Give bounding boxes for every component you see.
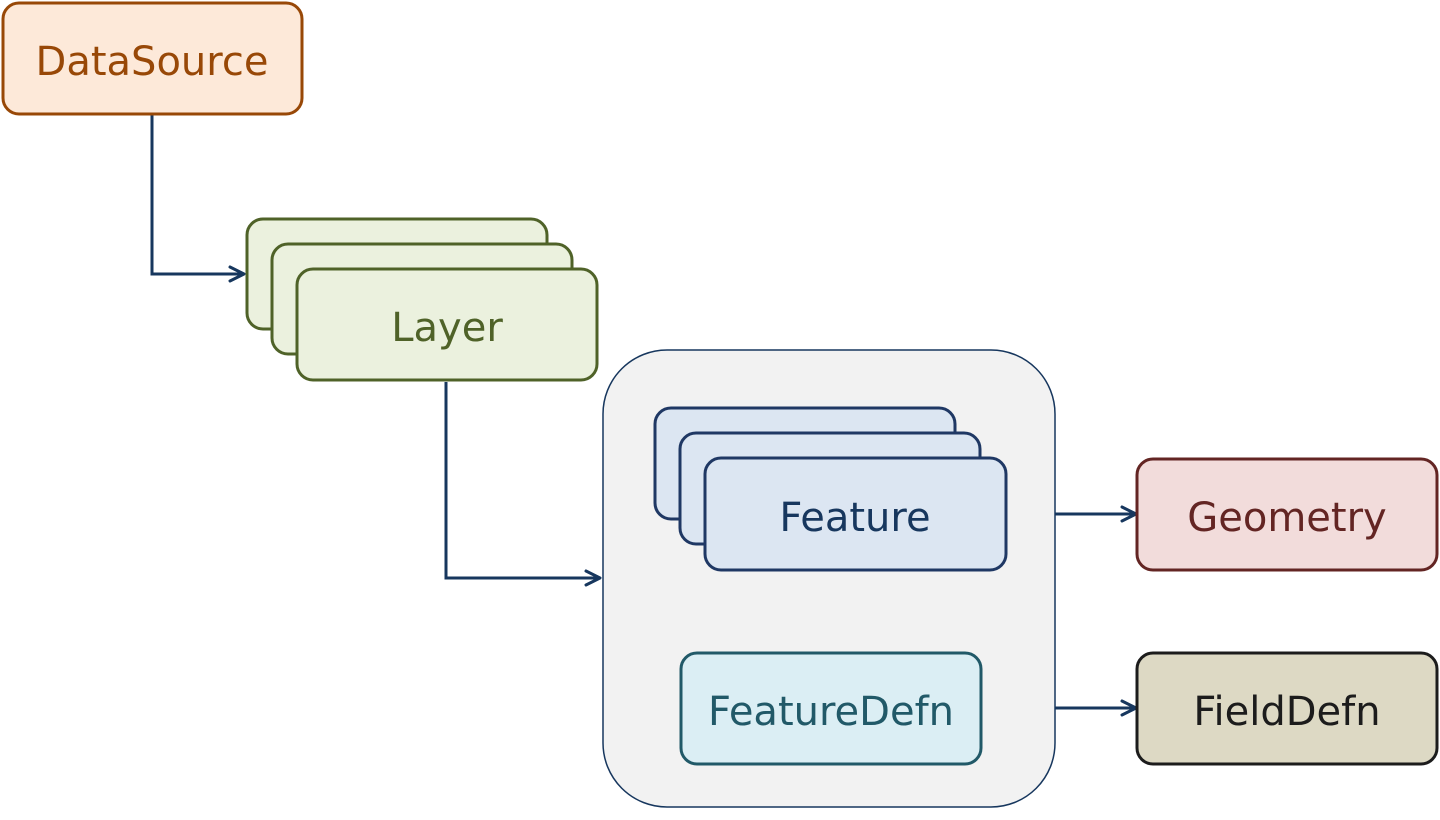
featuredefn-box [679,651,983,766]
featuredefn-label: FeatureDefn [708,689,954,735]
feature-box-front [703,456,1008,572]
feature-label: Feature [779,495,930,541]
connector-datasource-to-layer [150,114,246,283]
datasource-node: DataSource [1,1,304,116]
feature-stack: Feature [653,406,1008,572]
layer-stack: Layer [245,217,599,382]
geometry-label: Geometry [1187,495,1386,541]
fielddefn-box [1135,651,1439,766]
geometry-box [1135,457,1439,572]
datasource-box [1,1,304,116]
geometry-node: Geometry [1135,457,1439,572]
layer-label: Layer [391,305,503,351]
layer-box-front [295,267,599,382]
datasource-label: DataSource [36,39,269,85]
connector-layer-to-feature-group [444,382,602,587]
fielddefn-node: FieldDefn [1135,651,1439,766]
fielddefn-label: FieldDefn [1193,689,1380,735]
featuredefn-node: FeatureDefn [679,651,983,766]
